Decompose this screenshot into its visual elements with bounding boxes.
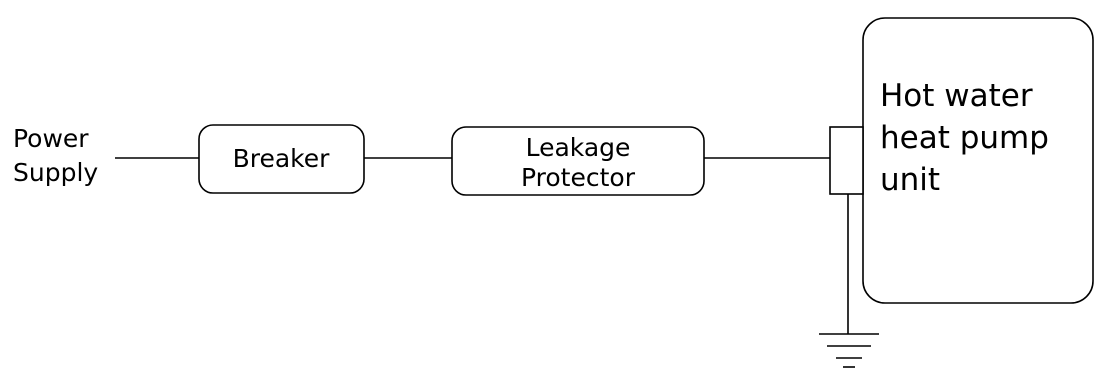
unit-label-line3: unit — [880, 162, 940, 198]
breaker-outline — [198, 124, 365, 194]
unit-label-line1: Hot water — [880, 78, 1033, 114]
leakage-protector-line2: Protector — [521, 163, 636, 192]
leakage-protector-box: Leakage Protector — [451, 126, 705, 196]
power-supply-line1: Power — [13, 124, 89, 153]
leakage-protector-outline — [451, 126, 705, 196]
unit-label-line2: heat pump — [880, 120, 1049, 156]
breaker-label: Breaker — [233, 144, 331, 173]
terminal-block — [829, 126, 864, 195]
heat-pump-unit-outline — [862, 17, 1094, 304]
power-supply-line2: Supply — [13, 158, 98, 187]
ground-icon — [819, 333, 879, 368]
leakage-protector-line1: Leakage — [526, 133, 631, 162]
breaker-box: Breaker — [198, 124, 365, 194]
heat-pump-unit: Hot water heat pump unit — [862, 17, 1094, 304]
power-supply-label: Power Supply — [13, 124, 98, 187]
